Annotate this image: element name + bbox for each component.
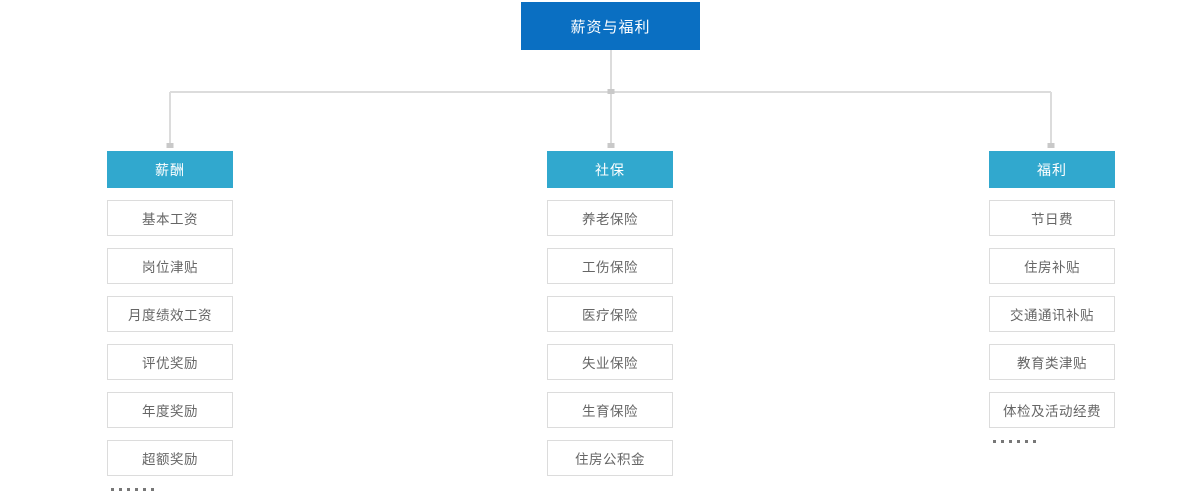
- leaf-item[interactable]: 交通通讯补贴: [989, 296, 1115, 332]
- ellipsis-dot: [1025, 439, 1028, 443]
- leaf-item[interactable]: 住房公积金: [547, 440, 673, 476]
- leaf-item[interactable]: 工伤保险: [547, 248, 673, 284]
- leaf-item[interactable]: 基本工资: [107, 200, 233, 236]
- root-node-label: 薪资与福利: [570, 18, 651, 36]
- ellipsis-dot: [111, 487, 114, 491]
- arrowhead-left: [166, 143, 174, 148]
- ellipsis-dot: [1033, 439, 1036, 443]
- leaf-item[interactable]: 岗位津贴: [107, 248, 233, 284]
- leaf-item[interactable]: 月度绩效工资: [107, 296, 233, 332]
- arrowhead-right: [1047, 143, 1055, 148]
- arrowhead-center: [607, 143, 615, 148]
- leaf-item[interactable]: 超额奖励: [107, 440, 233, 476]
- ellipsis-dot: [993, 439, 996, 443]
- leaf-item[interactable]: 住房补贴: [989, 248, 1115, 284]
- leaf-list-2: 养老保险 工伤保险 医疗保险 失业保险 生育保险 住房公积金: [547, 200, 673, 476]
- more-items-ellipsis: [989, 435, 1115, 447]
- branch-header-1[interactable]: 薪酬: [107, 151, 233, 188]
- ellipsis-dot: [119, 487, 122, 491]
- leaf-item[interactable]: 评优奖励: [107, 344, 233, 380]
- ellipsis-dot: [143, 487, 146, 491]
- leaf-item[interactable]: 年度奖励: [107, 392, 233, 428]
- ellipsis-dot: [1009, 439, 1012, 443]
- leaf-list-3: 节日费 住房补贴 交通通讯补贴 教育类津贴 体检及活动经费: [989, 200, 1115, 428]
- branch-header-3[interactable]: 福利: [989, 151, 1115, 188]
- leaf-item[interactable]: 失业保险: [547, 344, 673, 380]
- branch-column-1: 薪酬 基本工资 岗位津贴 月度绩效工资 评优奖励 年度奖励 超额奖励: [107, 151, 233, 495]
- branch-header-3-label: 福利: [1037, 161, 1067, 178]
- ellipsis-dot: [1017, 439, 1020, 443]
- ellipsis-dot: [135, 487, 138, 491]
- leaf-item[interactable]: 教育类津贴: [989, 344, 1115, 380]
- ellipsis-dot: [127, 487, 130, 491]
- leaf-item[interactable]: 体检及活动经费: [989, 392, 1115, 428]
- branch-column-2: 社保 养老保险 工伤保险 医疗保险 失业保险 生育保险 住房公积金: [547, 151, 673, 476]
- branch-column-3: 福利 节日费 住房补贴 交通通讯补贴 教育类津贴 体检及活动经费: [989, 151, 1115, 447]
- junction-center: [607, 89, 615, 94]
- ellipsis-dot: [1001, 439, 1004, 443]
- leaf-list-1: 基本工资 岗位津贴 月度绩效工资 评优奖励 年度奖励 超额奖励: [107, 200, 233, 476]
- more-items-ellipsis: [107, 483, 233, 495]
- leaf-item[interactable]: 养老保险: [547, 200, 673, 236]
- leaf-item[interactable]: 医疗保险: [547, 296, 673, 332]
- leaf-item[interactable]: 生育保险: [547, 392, 673, 428]
- ellipsis-dot: [151, 487, 154, 491]
- branch-header-2-label: 社保: [595, 161, 625, 178]
- branch-header-1-label: 薪酬: [155, 161, 185, 178]
- root-node[interactable]: 薪资与福利: [521, 2, 700, 50]
- leaf-item[interactable]: 节日费: [989, 200, 1115, 236]
- branch-header-2[interactable]: 社保: [547, 151, 673, 188]
